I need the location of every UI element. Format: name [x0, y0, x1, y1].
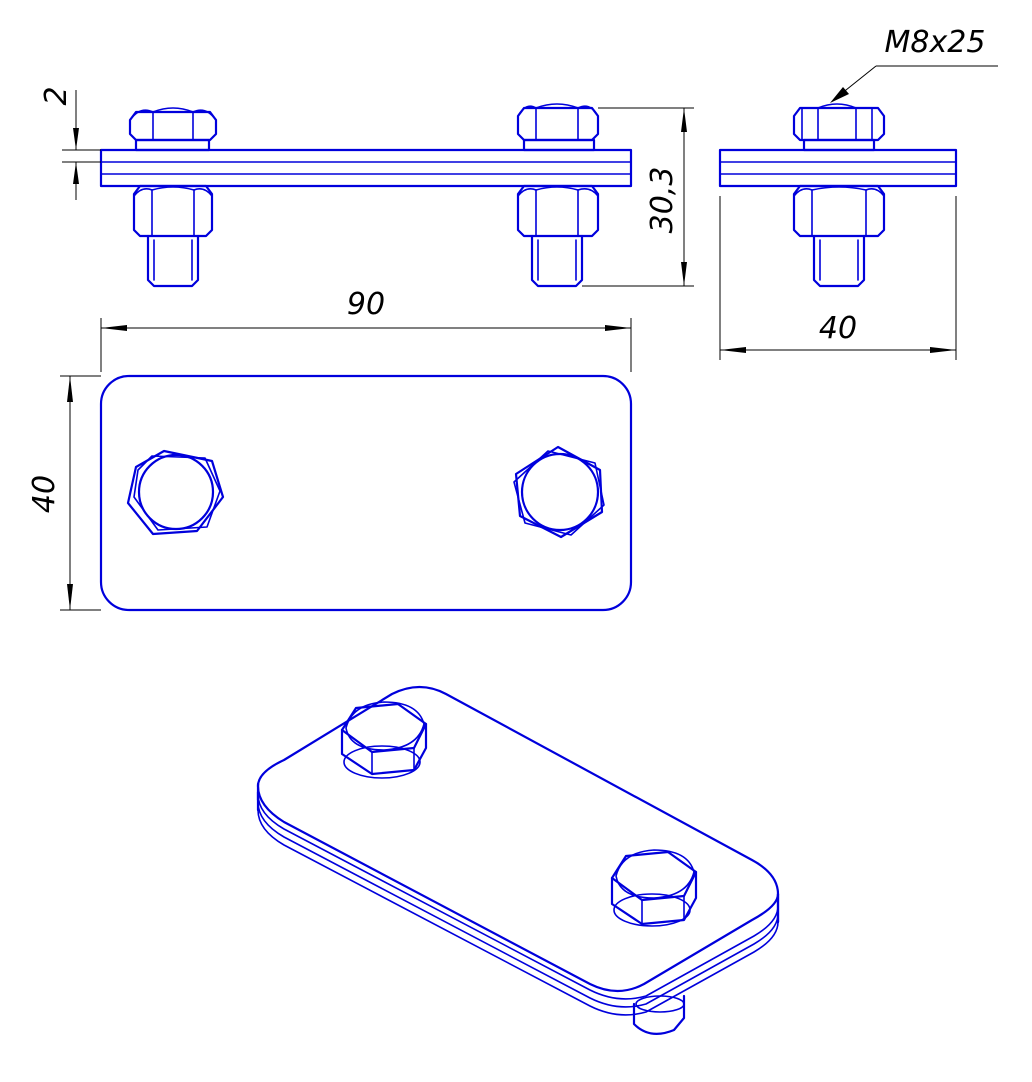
front-view [99, 103, 633, 288]
iso-plate-layers [256, 782, 780, 1016]
front-right-bolt-head [516, 103, 600, 152]
dim-plate-width-side-label: 40 [819, 311, 857, 346]
plan-plate-outline [99, 374, 633, 612]
bolt-callout-label: M8x25 [885, 25, 986, 60]
dim-plate-width-side: 40 [719, 196, 957, 360]
dim-plate-width-plan: 40 [27, 375, 101, 611]
front-left-bolt-head [128, 107, 218, 152]
front-left-thread [146, 234, 200, 288]
dim-plate-thickness-label: 2 [39, 86, 74, 105]
iso-right-bolt [610, 849, 698, 927]
iso-thread-stub [632, 994, 686, 1035]
isometric-view [256, 685, 780, 1035]
front-left-nut [132, 184, 214, 238]
dim-plate-width-plan-label: 40 [27, 475, 62, 513]
plan-view [99, 374, 633, 612]
iso-left-bolt [340, 701, 428, 779]
dim-plate-length: 90 [100, 287, 632, 372]
dim-plate-length-label: 90 [347, 287, 385, 322]
front-right-thread [530, 234, 584, 288]
plan-left-bolt [126, 449, 225, 536]
bolt-callout: M8x25 [830, 25, 998, 103]
side-bolt-head [792, 103, 886, 152]
side-thread [812, 234, 866, 288]
iso-plate-top [256, 685, 780, 993]
side-view [718, 103, 958, 288]
dim-plate-thickness: 2 [39, 86, 101, 200]
front-view-plates [99, 148, 633, 188]
plan-right-bolt [513, 445, 605, 539]
dim-assembly-height: 30,3 [582, 107, 694, 287]
dim-assembly-height-label: 30,3 [645, 167, 680, 234]
side-view-plates [718, 148, 958, 188]
front-right-nut [516, 184, 600, 238]
side-nut [792, 184, 886, 238]
